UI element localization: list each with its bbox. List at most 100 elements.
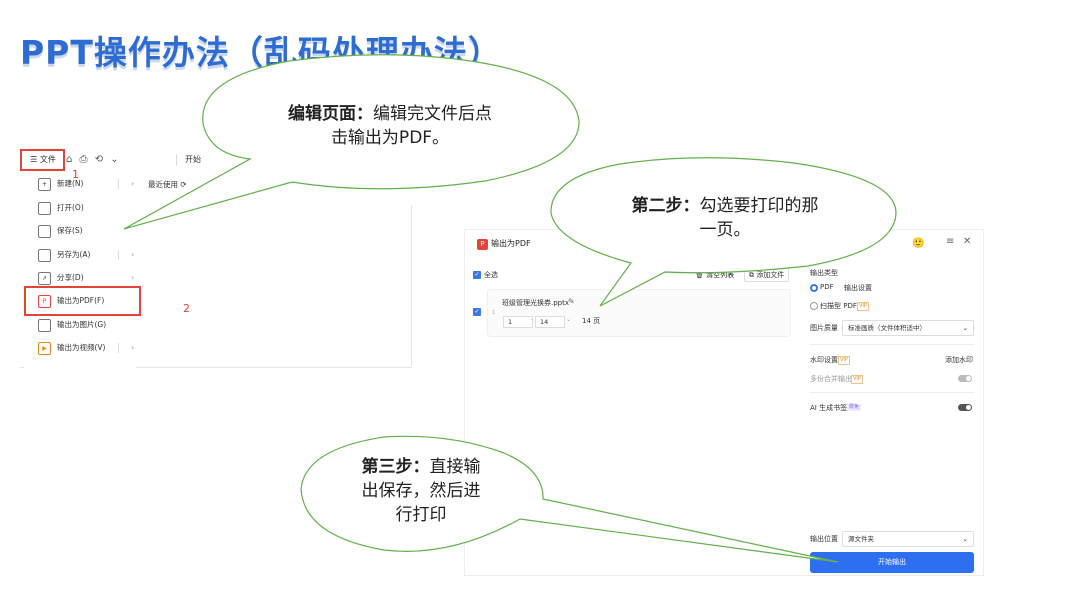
vip-badge: VIP [851,375,863,384]
save-as-icon [38,248,51,262]
step-marker-2: 2 [183,302,190,315]
callout-step2-line1: 勾选要打印的那 [699,196,819,216]
menu-icon[interactable]: ≡ [946,236,955,247]
free-badge: 限免 [847,404,862,411]
option-scan-pdf-label: 扫描型 PDF [820,302,857,310]
quick-toolbar-icons[interactable]: ⌂ ⎙ ⟲ ⌄ [66,154,121,165]
menu-item-label: 另存为(A) [57,250,91,259]
menu-item-new[interactable]: + 新建(N) › [38,175,154,193]
file-checkbox[interactable]: ✓ [473,308,481,316]
dialog-title: 输出为PDF [491,239,531,248]
image-icon [38,318,51,332]
page-to-input[interactable]: 14 [535,316,565,328]
output-location-select[interactable]: 源文件夹 ⌄ [842,531,974,547]
callout-step2-bold: 第二步： [631,196,700,216]
menu-item-label: 保存(S) [57,226,83,235]
menu-item-save-as[interactable]: 另存为(A) › [38,246,154,264]
menu-item-label: 分享(D) [57,273,84,282]
highlight-box-file [20,149,65,171]
file-name: 班级管理光换券.pptx [502,299,569,307]
output-location-label: 输出位置 [810,535,838,543]
new-file-icon: + [38,177,51,191]
chevron-right-icon: › [131,179,135,188]
save-icon [38,224,51,238]
menu-item-label: 输出为图片(G) [57,320,107,329]
add-file-label: 添加文件 [756,271,785,279]
add-watermark-button[interactable]: 添加水印 [945,356,973,364]
menu-item-export-video[interactable]: ▶ 输出为视频(V) › [38,339,154,357]
chevron-down-icon: ⌄ [962,535,968,543]
page-total: 14 页 [582,317,601,325]
callout-bubble-step2 [550,157,897,307]
menu-item-label: 输出为视频(V) [57,343,106,352]
callout-bubble-step3 [300,435,839,563]
clear-list-label: 清空列表 [706,271,735,279]
menu-divider [118,343,119,353]
settings-panel [800,258,983,575]
menu-item-label: 新建(N) [57,179,84,188]
radio-pdf[interactable] [810,284,818,292]
refresh-icon[interactable]: ⟳ [180,180,187,189]
clear-list-button[interactable]: 🗑 清空列表 [695,270,734,280]
menu-item-export-image[interactable]: 输出为图片(G) [38,316,154,334]
menu-item-share[interactable]: ↗ 分享(D) › [38,269,154,287]
file-list-item[interactable] [488,290,790,336]
file-index: 1 [492,310,496,316]
chevron-down-icon[interactable]: ⌄ [566,316,572,323]
image-quality-label: 图片质量 [810,324,838,332]
output-settings-link[interactable]: 输出设置 [844,284,872,292]
callout-edit-bold: 编辑页面： [288,104,373,124]
range-dash: - [530,316,533,323]
add-file-icon: ⧉ [749,271,754,279]
vip-badge: VIP [838,356,850,365]
page-from-input[interactable]: 1 [503,316,533,328]
callout-step3-line2: 出保存，然后进 [361,481,481,501]
callout-step3-line3: 行打印 [395,505,447,525]
vip-badge: VIP [857,302,869,311]
chevron-right-icon: › [131,250,135,259]
chevron-right-icon: › [131,273,135,282]
image-quality-value: 标准画质（文件体积适中） [848,324,926,332]
highlight-box-export-pdf [24,286,141,316]
callout-step3-text: 第三步：直接输 出保存，然后进 行打印 [321,455,521,527]
file-menu-button[interactable]: ☰ 文件 [30,155,56,164]
share-icon: ↗ [38,271,51,285]
callout-edit-line1: 编辑完文件后点 [373,104,492,124]
callout-edit-line2: 击输出为PDF。 [330,128,450,148]
video-icon: ▶ [38,341,51,355]
option-pdf-label: PDF [820,283,834,291]
radio-scan-pdf[interactable] [810,302,818,310]
image-quality-select[interactable]: 标准画质（文件体积适中）⌄ [842,320,974,336]
edit-pencil-icon[interactable]: ✎ [568,297,575,306]
file-menu-panel: +新建(N) › 打开(O) 保存(S) 另存为(A) › ↗分享(D) › P… [24,170,136,368]
chevron-right-icon: › [131,343,135,352]
menu-divider [118,179,119,189]
panel-divider [411,205,412,365]
output-type-label: 输出类型 [810,269,838,277]
menu-item-save[interactable]: 保存(S) [38,222,154,240]
divider [810,344,974,345]
watermark-label: 水印设置 [810,356,838,364]
callout-step2-line2: 一页。 [699,220,751,240]
callout-edit-text: 编辑页面：编辑完文件后点 击输出为PDF。 [250,102,530,150]
callout-step2-text: 第二步：勾选要打印的那 一页。 [585,194,865,242]
merge-output-toggle[interactable] [958,375,972,382]
callout-step3-line1: 直接输 [429,457,481,477]
ai-bookmark-label: AI 生成书签 [810,404,848,412]
tab-start[interactable]: 开始 [185,155,201,164]
avatar[interactable]: 🙂 [912,238,925,249]
pdf-icon: P [38,294,51,308]
close-icon[interactable]: ✕ [963,236,972,247]
menu-item-open[interactable]: 打开(O) [38,199,154,217]
output-location-value: 源文件夹 [848,535,874,543]
divider [810,392,974,393]
trash-icon: 🗑 [695,271,704,279]
callout-step3-bold: 第三步： [361,457,430,477]
select-all-checkbox[interactable]: ✓ [473,271,481,279]
callout-bubble-edit [123,54,580,230]
ai-bookmark-toggle[interactable] [958,404,972,411]
start-output-button[interactable]: 开始输出 [810,552,974,573]
recent-label-text: 最近使用 [148,180,178,189]
